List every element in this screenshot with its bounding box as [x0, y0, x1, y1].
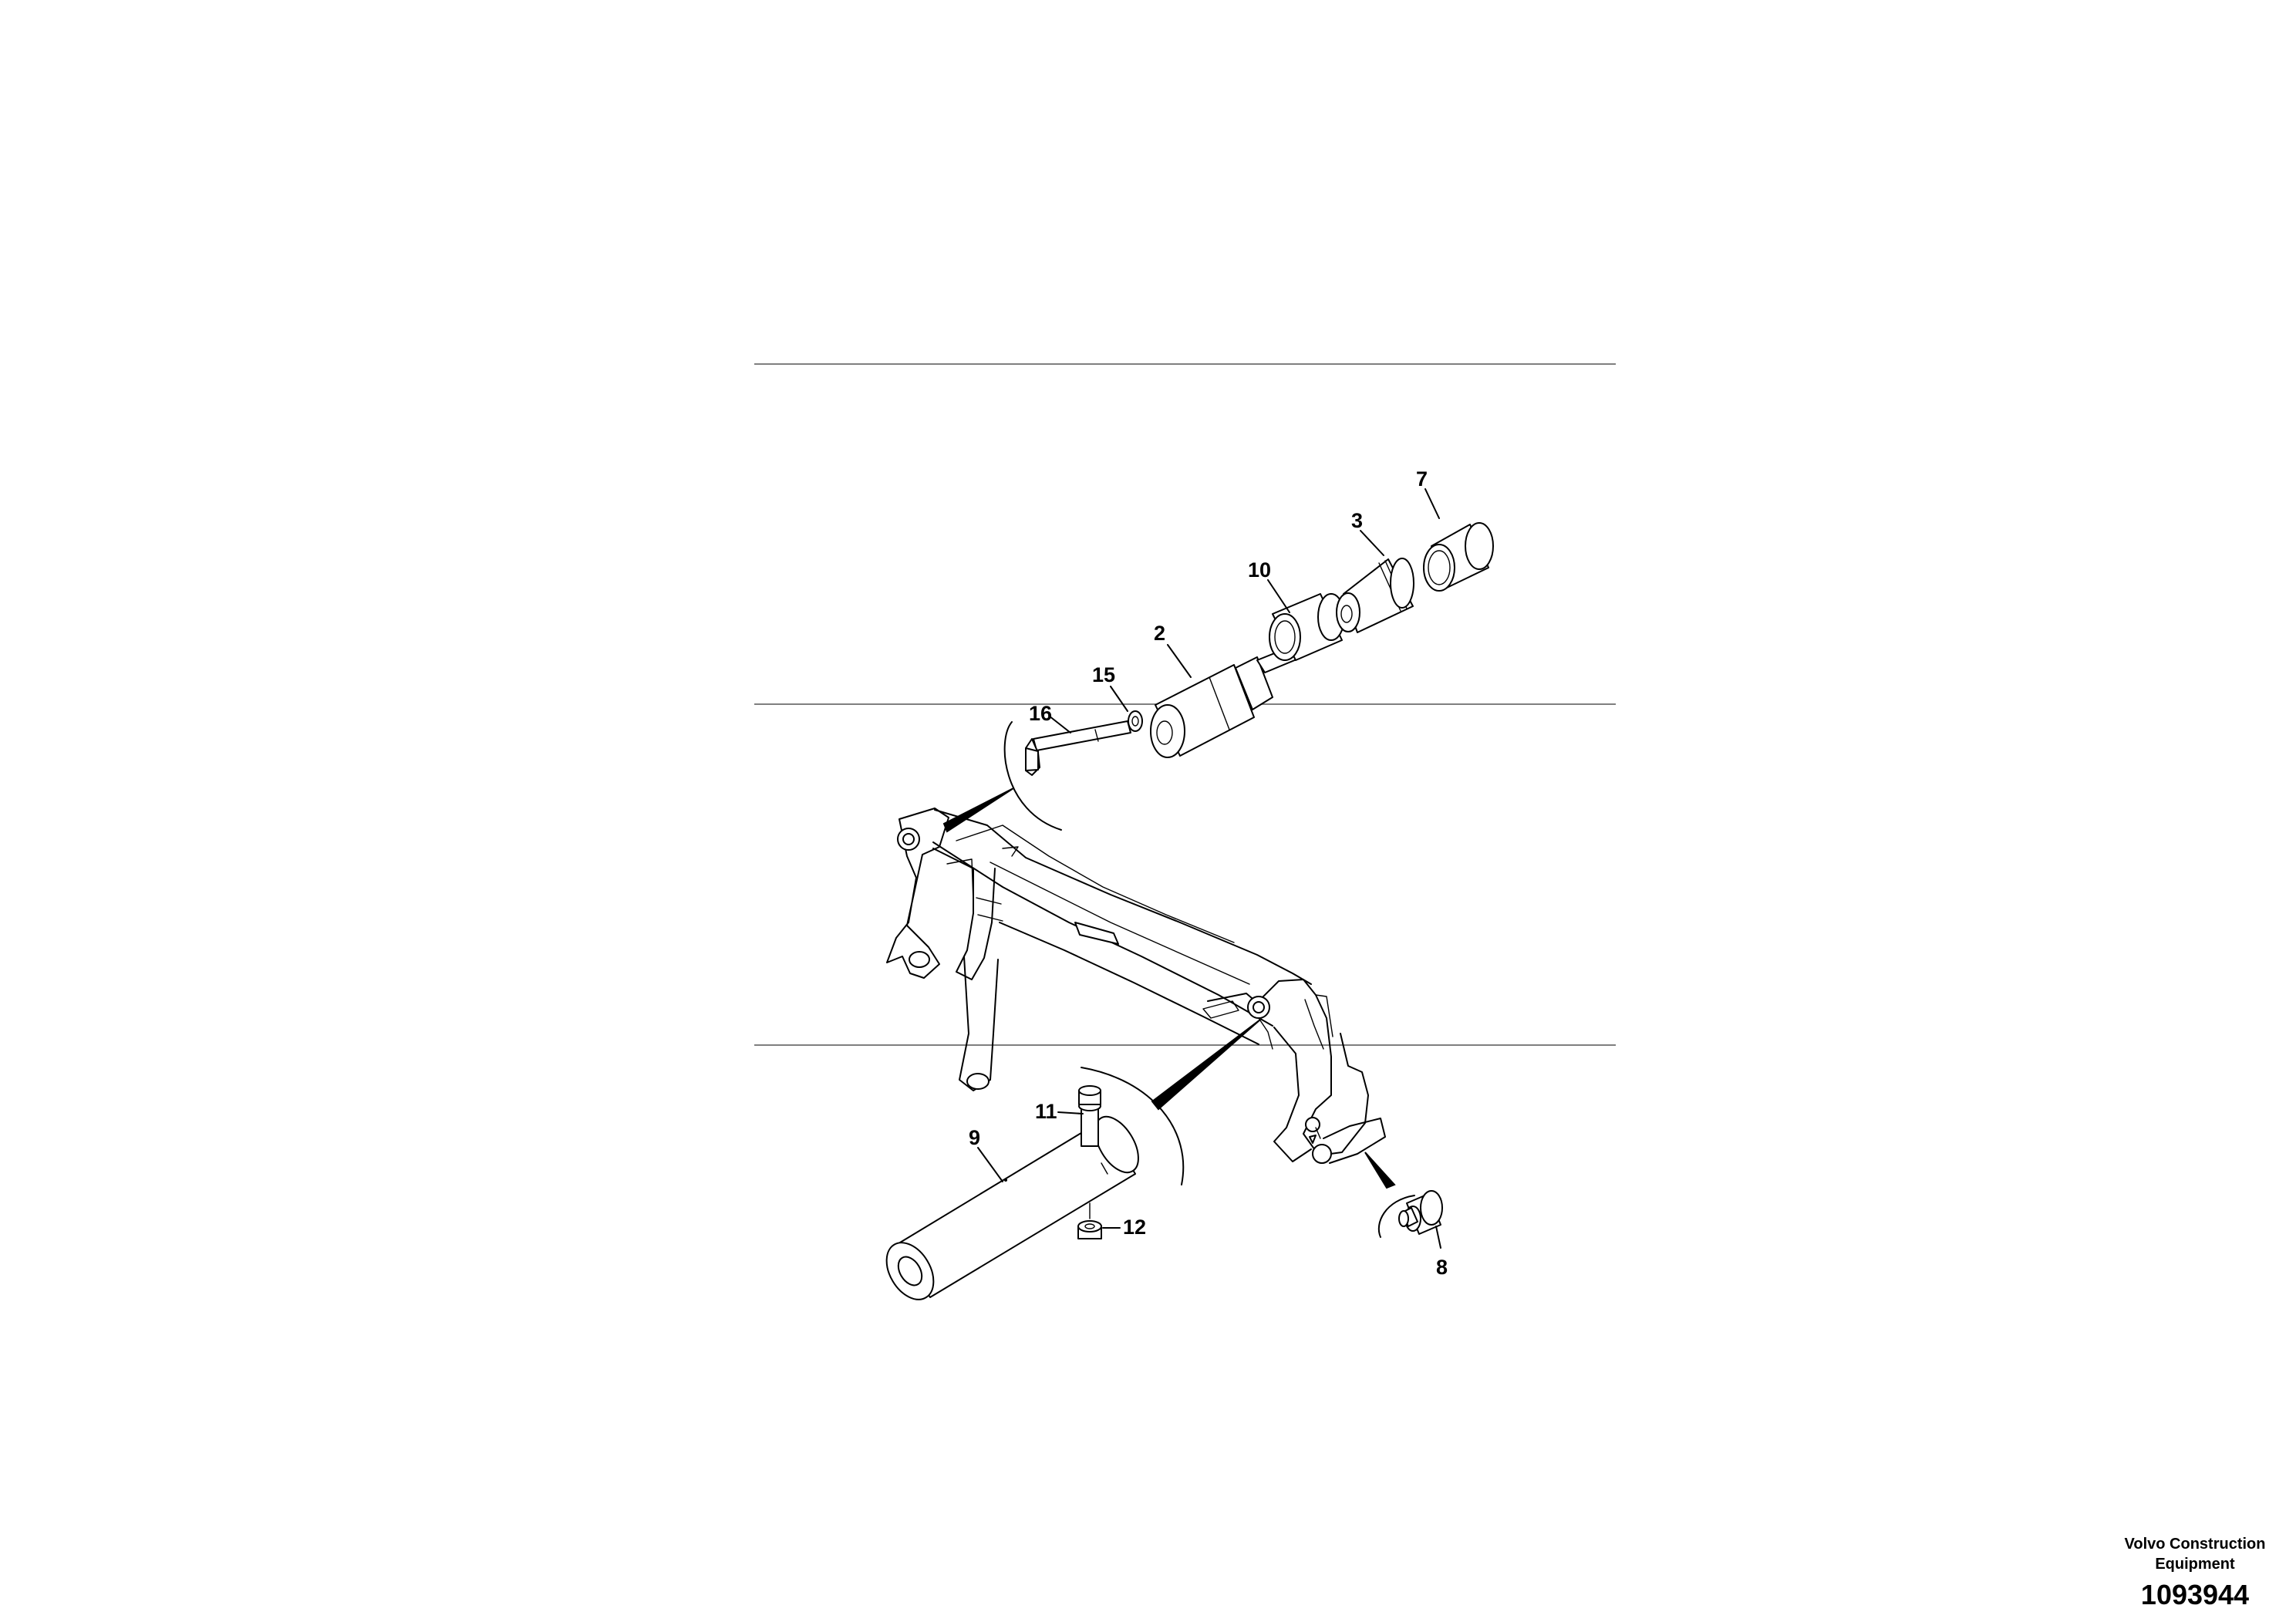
part-8-grease-fitting [1398, 1190, 1443, 1235]
part-9-pin [885, 1115, 1139, 1300]
callout-3: 3 [1351, 509, 1363, 532]
company-name-line-1: Volvo Construction [2124, 1536, 2266, 1553]
detail-arc-lower [1081, 1067, 1185, 1185]
drawing-number: 1093944 [2140, 1579, 2250, 1610]
detail-arc-upper [1003, 721, 1062, 831]
callout-7: 7 [1416, 467, 1428, 491]
part-11-bolt [1078, 1085, 1101, 1147]
leader-7 [1424, 488, 1440, 519]
callout-9: 9 [969, 1126, 980, 1149]
part-3-bushing [1336, 558, 1414, 633]
part-15-washer [1128, 710, 1143, 732]
leader-16 [1048, 715, 1071, 733]
callout-16: 16 [1029, 702, 1052, 725]
leader-15 [1110, 686, 1128, 712]
callout-15: 15 [1092, 663, 1115, 686]
axle-frame [886, 808, 1386, 1164]
leader-8 [1435, 1226, 1441, 1249]
detail-pointer-fitting [1364, 1152, 1396, 1189]
company-name-line-2: Equipment [2155, 1556, 2235, 1573]
callout-8: 8 [1436, 1256, 1448, 1279]
leader-2 [1167, 644, 1192, 678]
detail-pointer-lower [1151, 1019, 1261, 1111]
part-12-nut [1077, 1202, 1102, 1239]
leader-10 [1267, 579, 1290, 613]
leader-3 [1360, 530, 1384, 556]
callout-10: 10 [1248, 558, 1271, 582]
part-16-bolt [1025, 720, 1131, 776]
part-7-ring [1423, 522, 1494, 592]
callout-11: 11 [1035, 1100, 1057, 1123]
leader-9 [977, 1147, 1003, 1182]
detail-arc-fitting [1377, 1195, 1415, 1238]
callout-2: 2 [1154, 622, 1165, 645]
title-block: Volvo Construction Equipment 1093944 [2106, 1534, 2284, 1611]
callout-12: 12 [1123, 1216, 1146, 1239]
part-10-sleeve [1269, 593, 1345, 661]
leader-11 [1057, 1111, 1084, 1114]
